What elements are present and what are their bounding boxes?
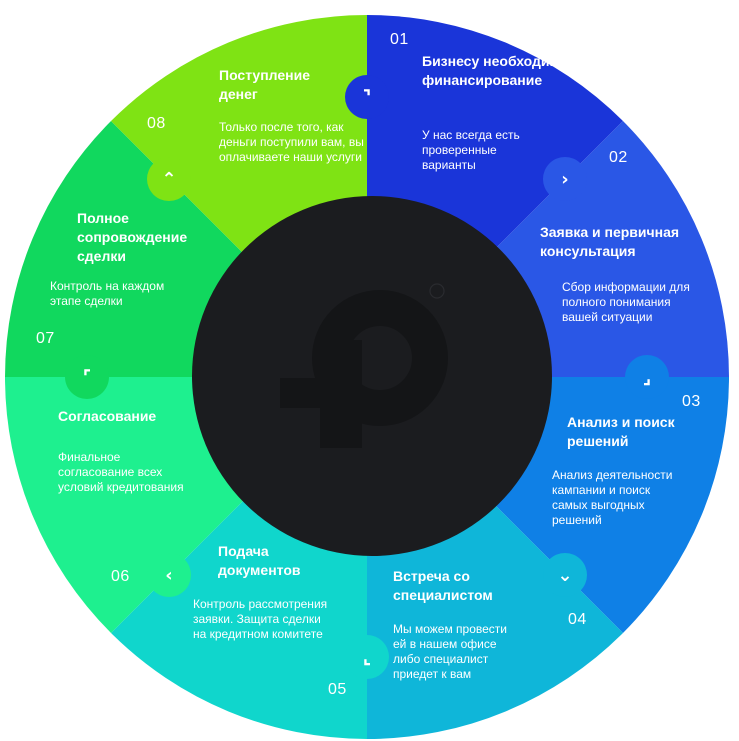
chevron-icon: ⌝	[363, 87, 371, 108]
step-08-number: 08	[147, 115, 166, 132]
step-08-description: Только после того, как деньги поступили …	[219, 120, 364, 164]
connector-tab-06	[65, 355, 109, 399]
step-02-title: Заявка и первичная консультация	[540, 224, 680, 259]
step-07-title: Полное сопровождение сделки	[77, 210, 188, 264]
connector-tab-08	[345, 75, 389, 119]
chevron-icon: ‹	[165, 565, 172, 586]
step-01-title: Бизнесу необходимо финансирование	[422, 53, 569, 88]
center-hub	[192, 196, 552, 556]
step-01-description: У нас всегда есть проверенные варианты	[422, 128, 520, 172]
connector-tab-05	[147, 552, 192, 597]
step-05-title: Подача документов	[218, 543, 301, 578]
step-07-description: Контроль на каждом этапе сделки	[50, 279, 165, 308]
step-07-number: 07	[36, 330, 55, 347]
connector-tab-03	[542, 552, 587, 597]
step-03-title: Анализ и поиск решений	[567, 414, 675, 449]
step-04-title: Встреча со специалистом	[393, 568, 493, 603]
chevron-icon: ⌞	[363, 647, 371, 668]
step-05-description: Контроль рассмотрения заявки. Защита сде…	[193, 597, 328, 641]
chevron-icon: ⌟	[643, 367, 651, 388]
connector-tab-02	[625, 355, 669, 399]
step-01-number: 01	[390, 31, 409, 48]
step-04-description: Мы можем провести ей в нашем офисе либо …	[393, 622, 507, 681]
step-03-description: Анализ деятельности кампании и поиск сам…	[552, 468, 673, 527]
connector-tab-01	[542, 157, 587, 202]
connector-tab-07	[147, 157, 192, 202]
step-02-description: Сбор информации для полного понимания ва…	[562, 280, 690, 324]
step-06-title: Согласование	[58, 408, 157, 424]
step-02-number: 02	[609, 149, 628, 166]
chevron-icon: ›	[561, 169, 568, 190]
step-06-number: 06	[111, 568, 130, 585]
step-06-description: Финальное согласование всех условий кред…	[58, 450, 184, 494]
step-03-number: 03	[682, 393, 701, 410]
step-05-number: 05	[328, 681, 347, 698]
logo-icon	[280, 283, 448, 448]
chevron-icon: ⌜	[83, 367, 91, 388]
step-08-title: Поступление денег	[219, 67, 311, 102]
step-04-number: 04	[568, 611, 587, 628]
chevron-icon: ⌄	[557, 565, 572, 586]
connector-tab-04	[345, 635, 389, 679]
chevron-icon: ⌃	[161, 169, 176, 190]
